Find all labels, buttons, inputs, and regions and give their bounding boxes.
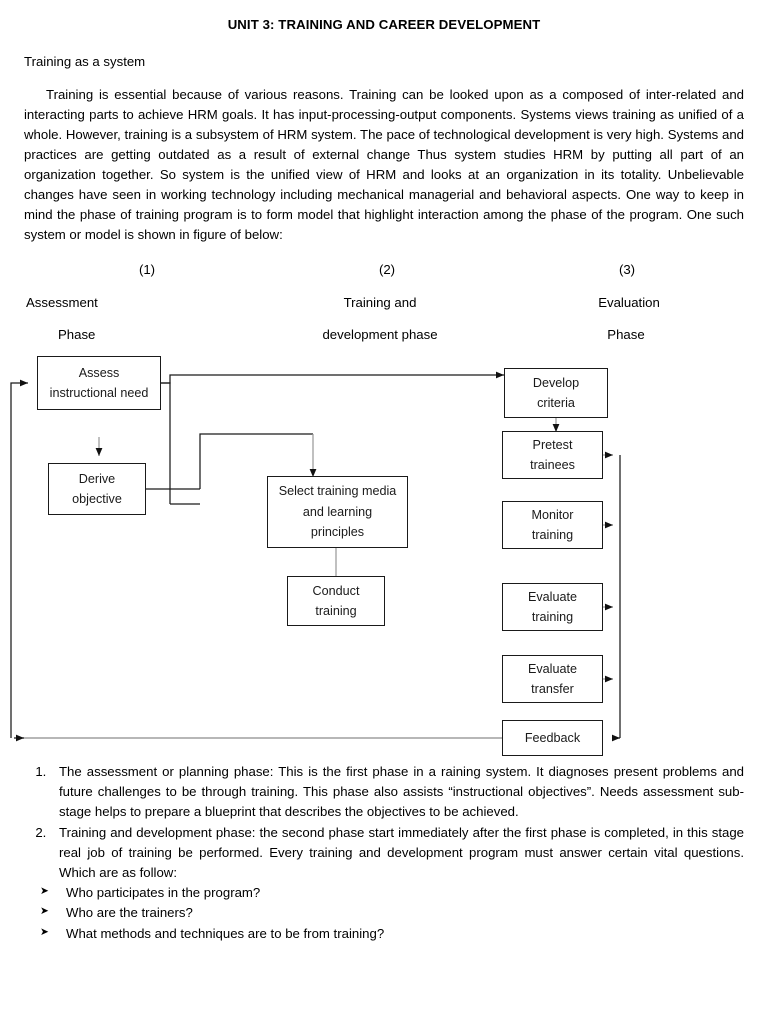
training-system-flowchart: Assess instructional need Derive objecti… [0,352,768,756]
node-eval-training-line2: training [531,610,574,624]
phase-label-1-line1: Assessment [26,294,98,310]
node-develop-criteria[interactable]: Develop criteria [504,368,608,418]
phase-number-1: (1) [138,261,156,277]
node-conduct-training[interactable]: Conduct training [287,576,385,626]
phase-column-2: (2) Training and development phase [264,262,504,342]
node-feedback-line1: Feedback [524,730,581,745]
list-item: Training and development phase: the seco… [50,823,744,884]
node-pretest-line2: trainees [530,458,575,472]
node-derive-line2: objective [72,492,122,506]
node-monitor-line2: training [531,528,574,542]
node-evaluate-transfer[interactable]: Evaluate transfer [502,655,603,703]
list-item: What methods and techniques are to be fr… [40,924,744,944]
node-monitor-training[interactable]: Monitor training [502,501,603,549]
node-assess[interactable]: Assess instructional need [37,356,161,410]
node-assess-line1: Assess [78,365,120,380]
node-assess-line2: instructional need [49,386,149,400]
phase-label-1-line2: Phase [58,326,96,342]
node-develop-line2: criteria [537,396,575,410]
page-title: UNIT 3: TRAINING AND CAREER DEVELOPMENT [227,17,541,32]
notes-section: The assessment or planning phase: This i… [24,762,744,944]
phase-label-2-line1: Training and [343,294,417,310]
node-eval-transfer-line1: Evaluate [527,661,577,676]
node-derive-line1: Derive [78,471,116,486]
phase-column-1: (1) Assessment Phase [24,262,264,342]
node-select-line1: Select training media [278,484,397,499]
section-subheading: Training as a system [24,54,146,69]
node-monitor-line1: Monitor [531,507,574,522]
node-conduct-line2: training [315,604,357,618]
numbered-list: The assessment or planning phase: This i… [24,762,744,883]
intro-paragraph: Training is essential because of various… [24,87,744,243]
node-select-line3: principles [310,525,365,540]
node-feedback[interactable]: Feedback [502,720,603,756]
node-pretest-line1: Pretest [532,437,573,452]
phase-column-3: (3) Evaluation Phase [504,262,744,342]
question-list: Who participates in the program? Who are… [24,883,744,944]
node-pretest-trainees[interactable]: Pretest trainees [502,431,603,479]
node-develop-line1: Develop [532,375,580,390]
node-eval-training-line1: Evaluate [527,589,577,604]
node-select-training-media[interactable]: Select training media and learning princ… [267,476,408,548]
node-conduct-line1: Conduct [312,583,360,598]
flowchart-connectors [10,371,621,742]
list-item: Who are the trainers? [40,903,744,923]
list-item: Who participates in the program? [40,883,744,903]
phase-label-3-line2: Phase [607,326,645,342]
list-item: The assessment or planning phase: This i… [50,762,744,823]
phase-label-2-line2: development phase [322,326,438,342]
node-derive-objective[interactable]: Derive objective [48,463,146,515]
phase-number-2: (2) [378,261,396,277]
phase-number-3: (3) [618,261,636,277]
phase-header-row: (1) Assessment Phase (2) Training and de… [24,246,744,342]
node-eval-transfer-line2: transfer [531,682,574,696]
node-select-line2: and learning [302,504,373,519]
phase-label-3-line1: Evaluation [598,294,660,310]
node-evaluate-training[interactable]: Evaluate training [502,583,603,631]
